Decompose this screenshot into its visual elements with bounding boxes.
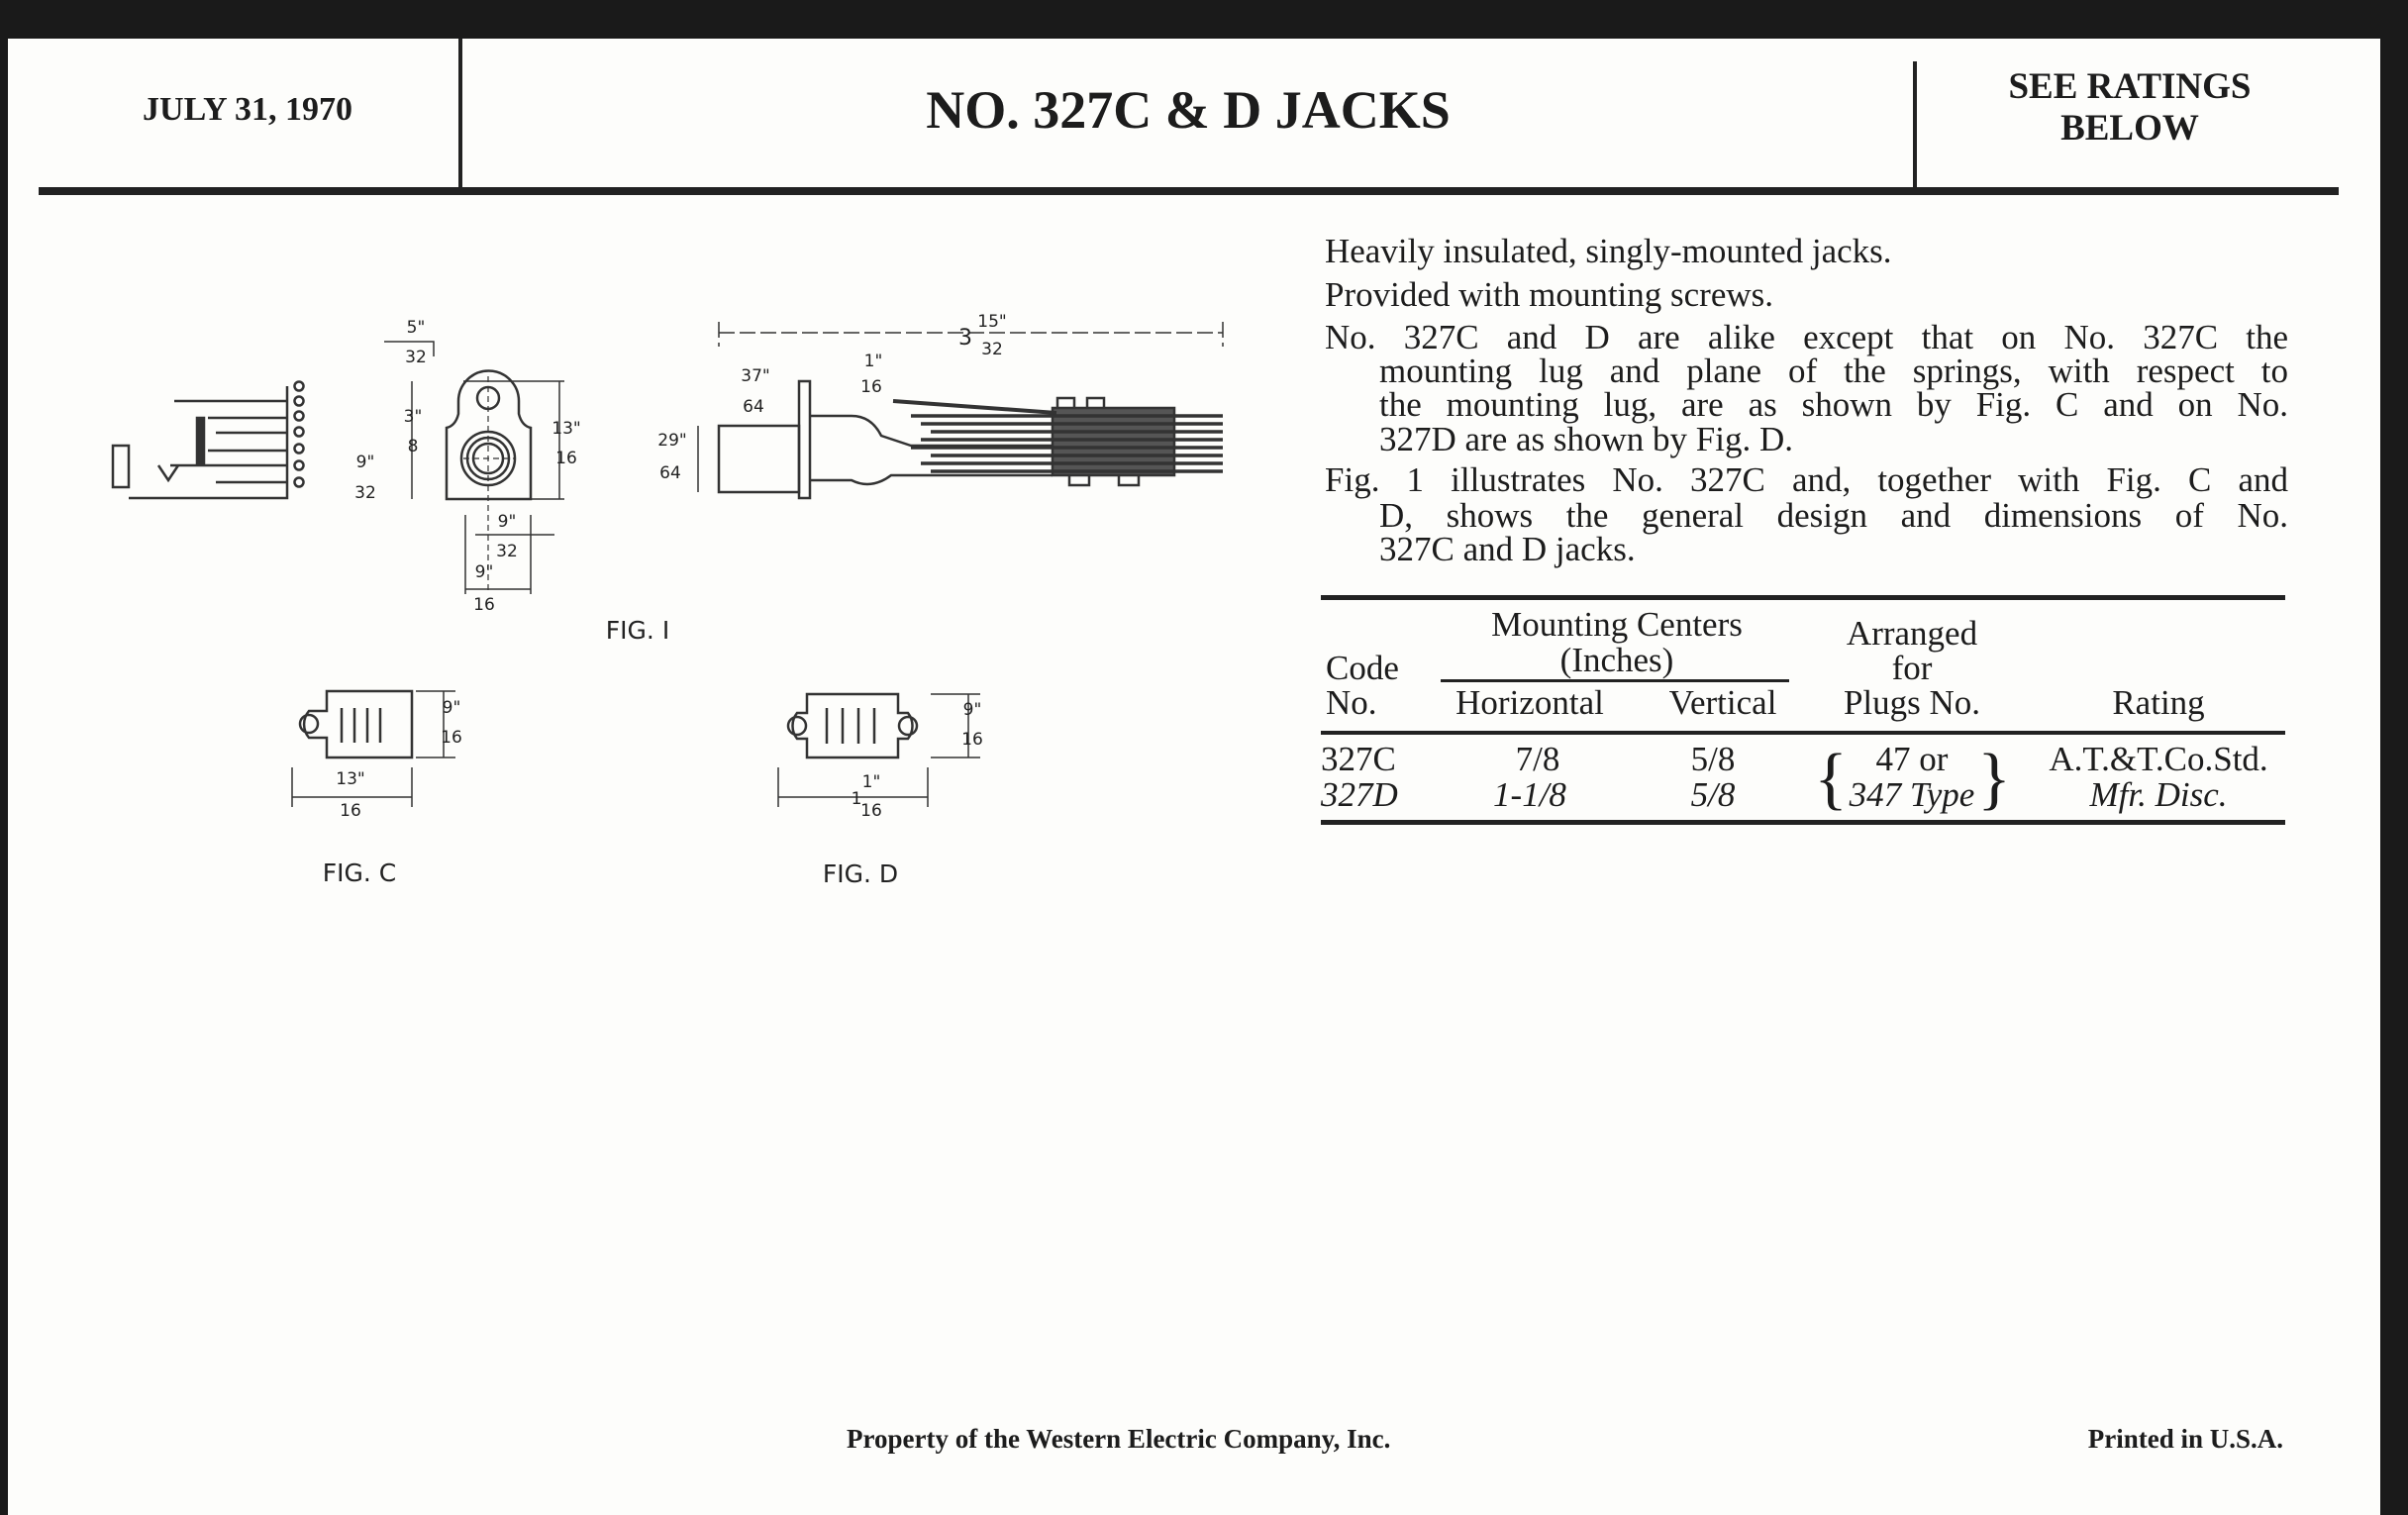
fig1-label: FIG. I [606, 616, 669, 645]
fig-c-outline [291, 689, 455, 807]
figc-width-num: 13" [336, 769, 364, 789]
page-title: NO. 327C & D JACKS [926, 80, 1451, 140]
fig-d-outline [777, 692, 980, 807]
jack-profile-view [697, 322, 1224, 500]
figd-width-num: 1" [862, 772, 881, 792]
figc-width-den: 16 [340, 801, 361, 821]
footer-printed: Printed in U.S.A. [2087, 1424, 2283, 1454]
brace-right-icon: } [1977, 741, 2011, 817]
col-header-code: No. [1326, 683, 1377, 722]
dim-flange-den: 16 [860, 377, 882, 397]
brace-left-icon: { [1814, 741, 1848, 817]
ratings-note-line2: BELOW [2060, 108, 2199, 149]
cell-vertical: 5/8 [1690, 740, 1736, 778]
cell-plugs: 347 Type [1849, 775, 1975, 814]
cell-rating: Mfr. Disc. [2089, 775, 2228, 814]
dim-sleeve-den: 64 [743, 397, 764, 417]
dim-center-height-num: 9" [356, 453, 375, 472]
dim-total-height-den: 16 [555, 449, 577, 468]
cell-code: 327C [1321, 740, 1396, 778]
figd-label: FIG. D [823, 859, 898, 888]
header-date: JULY 31, 1970 [143, 91, 352, 128]
dim-lug-offset-num: 5" [407, 318, 426, 338]
dim-sleeve-num: 37" [741, 366, 769, 386]
cell-horizontal: 7/8 [1515, 740, 1560, 778]
table-header-rule [1321, 731, 2285, 735]
dim-center-height-den: 32 [354, 483, 376, 503]
dim-sleeve-dia-den: 64 [659, 463, 681, 483]
cell-code: 327D [1321, 775, 1398, 814]
dim-lug-height-den: 8 [408, 437, 419, 456]
col-header-plugs: for [1891, 649, 1933, 687]
cell-rating: A.T.&T.Co.Std. [2049, 740, 2268, 778]
dim-half-width-num: 9" [498, 512, 517, 532]
dim-half-width-den: 32 [496, 542, 518, 561]
ratings-note-line1: SEE RATINGS [2008, 66, 2252, 107]
dim-total-height-num: 13" [552, 419, 580, 439]
col-header-horizontal: Horizontal [1455, 683, 1604, 722]
desc-line: Heavily insulated, singly-mounted jacks. [1325, 232, 1892, 270]
dim-length-whole: 3 [958, 326, 972, 351]
mounting-underline [1441, 679, 1789, 682]
header-divider-right [1913, 61, 1917, 187]
figc-height-num: 9" [443, 698, 461, 718]
dim-flange-num: 1" [864, 352, 883, 371]
dim-width-num: 9" [475, 562, 494, 582]
desc-line: No. 327C and D are alike except that on … [1325, 318, 2288, 356]
dim-sleeve-dia-num: 29" [657, 431, 686, 451]
desc-line: Provided with mounting screws. [1325, 275, 1774, 314]
dim-lug-height-num: 3" [404, 407, 423, 427]
desc-line: mounting lug and plane of the springs, w… [1379, 352, 2288, 390]
dim-length-num: 15" [977, 312, 1006, 332]
figc-height-den: 16 [441, 728, 462, 748]
dim-width-den: 16 [473, 595, 495, 615]
dim-length-den: 32 [981, 340, 1003, 359]
dim-lug-offset-den: 32 [405, 348, 427, 367]
header-rule [39, 187, 2339, 195]
col-header-plugs: Plugs No. [1843, 683, 1981, 722]
jack-front-view [384, 341, 564, 594]
figd-height-num: 9" [963, 700, 982, 720]
footer-property: Property of the Western Electric Company… [847, 1424, 1391, 1454]
jack-side-schematic [111, 380, 305, 500]
cell-plugs: 47 or [1875, 740, 1949, 778]
cell-horizontal: 1-1/8 [1493, 775, 1566, 814]
cell-vertical: 5/8 [1690, 775, 1736, 814]
col-header-mounting-units: (Inches) [1559, 641, 1674, 679]
figd-width-whole: 1 [852, 789, 862, 809]
col-header-code: Code [1326, 649, 1399, 687]
header-divider-left [458, 39, 462, 187]
desc-line: 327C and D jacks. [1379, 530, 1636, 568]
desc-line: 327D are as shown by Fig. D. [1379, 420, 1794, 458]
spec-sheet-page [8, 39, 2380, 1515]
figd-height-den: 16 [961, 730, 983, 750]
desc-line: the mounting lug, are as shown by Fig. C… [1379, 385, 2288, 424]
col-header-rating: Rating [2112, 683, 2205, 722]
col-header-plugs: Arranged [1846, 614, 1978, 653]
col-header-mounting: Mounting Centers [1491, 605, 1743, 644]
desc-line: Fig. 1 illustrates No. 327C and, togethe… [1325, 460, 2288, 499]
table-bottom-rule [1321, 820, 2285, 825]
figd-width-den: 16 [860, 801, 882, 821]
col-header-vertical: Vertical [1668, 683, 1777, 722]
figc-label: FIG. C [323, 858, 396, 887]
desc-line: D, shows the general design and dimensio… [1379, 496, 2288, 535]
table-top-rule [1321, 595, 2285, 600]
